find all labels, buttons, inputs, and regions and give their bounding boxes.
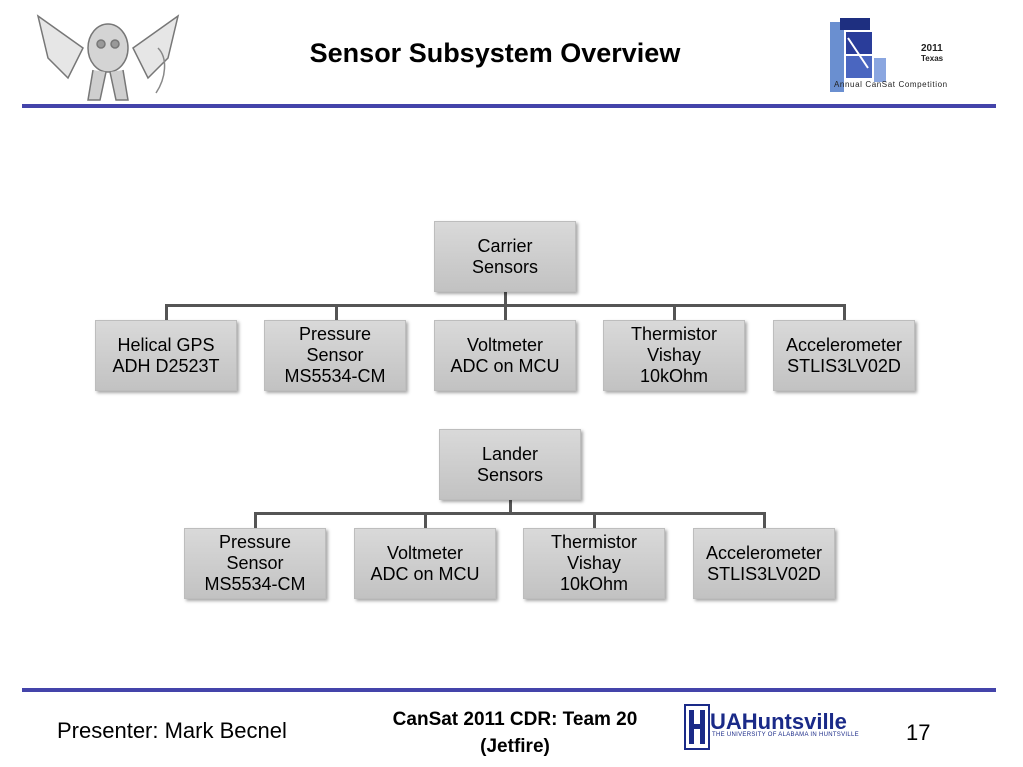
university-subtitle: THE UNIVERSITY OF ALABAMA IN HUNTSVILLE [712, 732, 859, 738]
slide-title: Sensor Subsystem Overview [309, 38, 681, 68]
carrier-drop-5 [843, 304, 846, 320]
competition-year: 2011 [921, 43, 943, 54]
presenter-label: Presenter: Mark Becnel [57, 718, 287, 743]
competition-state: Texas [921, 54, 944, 63]
lander-bus [254, 512, 766, 515]
carrier-drop-1 [165, 304, 168, 320]
university-logo: UAHuntsville [710, 709, 847, 734]
carrier-root-stem [504, 292, 507, 306]
lander-drop-1 [254, 512, 257, 528]
lander-drop-3 [593, 512, 596, 528]
header-rule [22, 104, 996, 108]
footer-caption: CanSat 2011 CDR: Team 20 (Jetfire) [345, 706, 685, 760]
footer-caption-line1: CanSat 2011 CDR: Team 20 [392, 709, 638, 730]
lander-drop-2 [424, 512, 427, 528]
page-number: 17 [906, 720, 931, 745]
footer-caption-line2: (Jetfire) [480, 736, 550, 757]
competition-logo [828, 18, 998, 96]
footer-rule [22, 688, 996, 692]
carrier-drop-2 [335, 304, 338, 320]
competition-name: Annual CanSat Competition [834, 80, 948, 89]
uah-logo-mark [684, 704, 710, 750]
team-logo [28, 8, 188, 104]
lander-root-stem [509, 499, 512, 514]
carrier-drop-3 [504, 304, 507, 320]
carrier-drop-4 [673, 304, 676, 320]
lander-drop-4 [763, 512, 766, 528]
